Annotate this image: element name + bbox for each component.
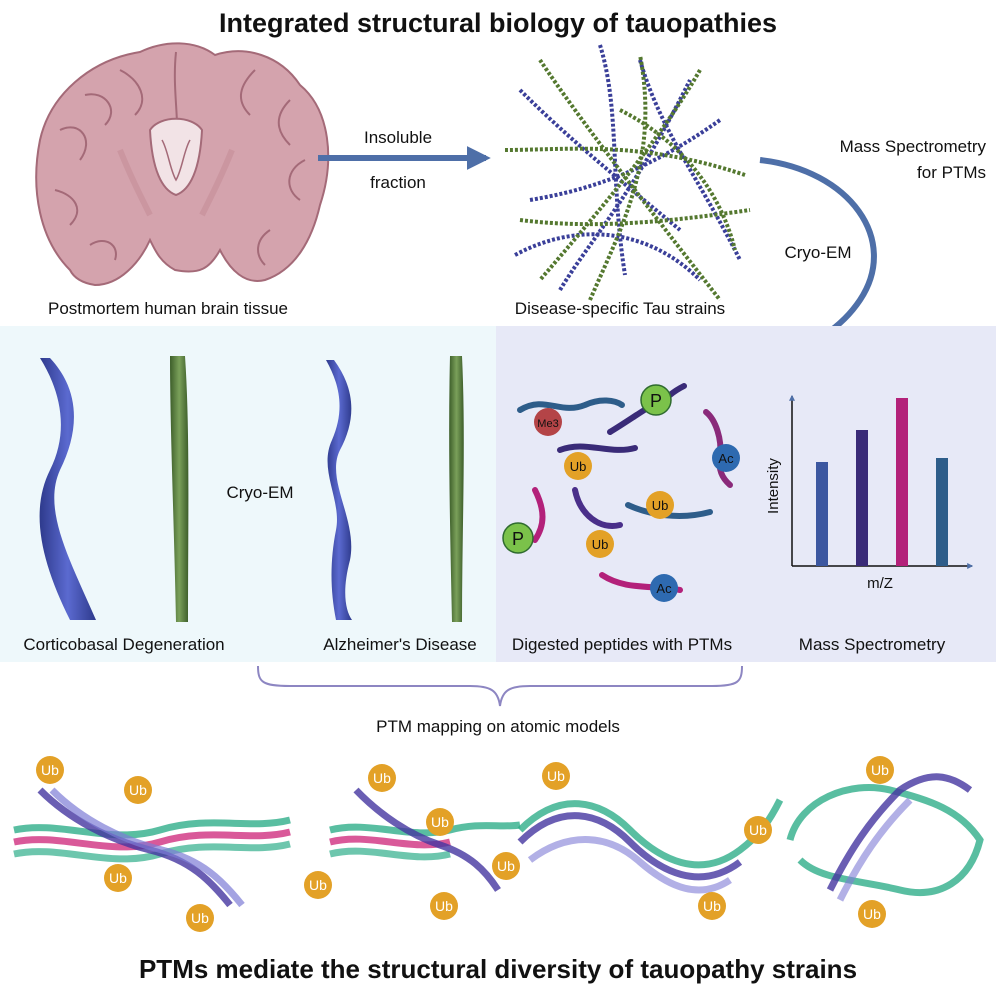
ub-marker-14-label: Ub xyxy=(863,906,881,922)
spectrum-bar-1 xyxy=(816,462,828,566)
ad-blue-fibril xyxy=(326,360,352,620)
tau-strains-network xyxy=(504,44,751,302)
page-title: Integrated structural biology of tauopat… xyxy=(219,8,777,38)
ub-marker-13-label: Ub xyxy=(871,762,889,778)
ub-marker-5-label: Ub xyxy=(373,770,391,786)
phospho-badge-2 xyxy=(502,522,534,554)
peptides-caption: Digested peptides with PTMs xyxy=(512,635,732,654)
ac-badge-2-label: Ac xyxy=(656,581,672,596)
arrow-label-insoluble: Insoluble xyxy=(364,128,432,147)
ac-badge-1 xyxy=(712,444,740,472)
ad-caption: Alzheimer's Disease xyxy=(323,635,476,654)
ub-marker-11-label: Ub xyxy=(497,858,515,874)
ub-marker-7 xyxy=(304,871,332,899)
atomic-model-2 xyxy=(329,787,521,892)
ms-panel xyxy=(496,326,996,662)
ad-green-fibril xyxy=(449,356,464,622)
ac-badge-1-label: Ac xyxy=(718,451,734,466)
spectrum-bar-2 xyxy=(856,430,868,566)
ub-marker-3 xyxy=(104,864,132,892)
ub-markers: Ub Ub Ub Ub Ub Ub Ub Ub Ub Ub Ub Ub Ub U… xyxy=(36,756,894,932)
spectrum-y-label: Intensity xyxy=(765,458,782,514)
ub-marker-2-label: Ub xyxy=(129,782,147,798)
ub-marker-13 xyxy=(866,756,894,784)
ms-caption: Mass Spectrometry xyxy=(799,635,946,654)
ub-marker-14 xyxy=(858,900,886,928)
cryoem-top-label: Cryo-EM xyxy=(784,243,851,262)
spectrum-x-label: m/Z xyxy=(867,575,893,592)
ub-badge-3 xyxy=(586,530,614,558)
grouping-bracket xyxy=(257,665,743,707)
phospho-badge-2-label: P xyxy=(512,529,524,549)
phospho-badge-1-label: P xyxy=(650,391,662,411)
ub-badge-1 xyxy=(564,452,592,480)
cbd-caption: Corticobasal Degeneration xyxy=(23,635,224,654)
ub-marker-4-label: Ub xyxy=(191,910,209,926)
ub-marker-9 xyxy=(542,762,570,790)
ub-marker-1 xyxy=(36,756,64,784)
ub-marker-1-label: Ub xyxy=(41,762,59,778)
ub-marker-7-label: Ub xyxy=(309,877,327,893)
me3-badge xyxy=(534,408,562,436)
me3-badge-label: Me3 xyxy=(537,418,558,430)
ub-marker-3-label: Ub xyxy=(109,870,127,886)
ub-marker-12 xyxy=(698,892,726,920)
ub-marker-6-label: Ub xyxy=(431,814,449,830)
ms-for-ptms-line2: for PTMs xyxy=(917,163,986,182)
spectrum-bar-4 xyxy=(936,458,948,566)
atomic-model-4 xyxy=(786,773,984,902)
cbd-green-fibril xyxy=(170,356,189,622)
ub-marker-11 xyxy=(492,852,520,880)
strains-caption: Disease-specific Tau strains xyxy=(515,299,725,318)
ub-badge-2-label: Ub xyxy=(652,498,669,513)
spectrum-bar-3 xyxy=(896,398,908,566)
atomic-model-3 xyxy=(517,798,784,894)
ub-marker-10 xyxy=(744,816,772,844)
ub-marker-9-label: Ub xyxy=(547,768,565,784)
bracket-label: PTM mapping on atomic models xyxy=(376,717,620,736)
ub-marker-6 xyxy=(426,808,454,836)
ub-marker-10-label: Ub xyxy=(749,822,767,838)
brain-caption: Postmortem human brain tissue xyxy=(48,299,288,318)
ub-marker-5 xyxy=(368,764,396,792)
cryoem-center-label: Cryo-EM xyxy=(226,483,293,502)
ub-marker-8 xyxy=(430,892,458,920)
cbd-blue-fibril xyxy=(39,358,96,620)
ub-marker-12-label: Ub xyxy=(703,898,721,914)
ub-badge-3-label: Ub xyxy=(592,537,609,552)
ub-badge-2 xyxy=(646,491,674,519)
mass-spectrum-chart: Intensity m/Z xyxy=(765,394,974,592)
ub-marker-2 xyxy=(124,776,152,804)
ac-badge-2 xyxy=(650,574,678,602)
ub-badge-1-label: Ub xyxy=(570,459,587,474)
brain-illustration xyxy=(35,42,330,287)
phospho-badge-1 xyxy=(640,384,672,416)
ms-for-ptms-line1: Mass Spectrometry xyxy=(840,137,987,156)
atomic-model-1 xyxy=(13,787,291,908)
ub-marker-4 xyxy=(186,904,214,932)
arrow-label-fraction: fraction xyxy=(370,173,426,192)
ptm-badges: Me3 P Ac Ub Ub P Ub Ac xyxy=(502,384,740,602)
footer-caption: PTMs mediate the structural diversity of… xyxy=(139,954,857,984)
ub-marker-8-label: Ub xyxy=(435,898,453,914)
